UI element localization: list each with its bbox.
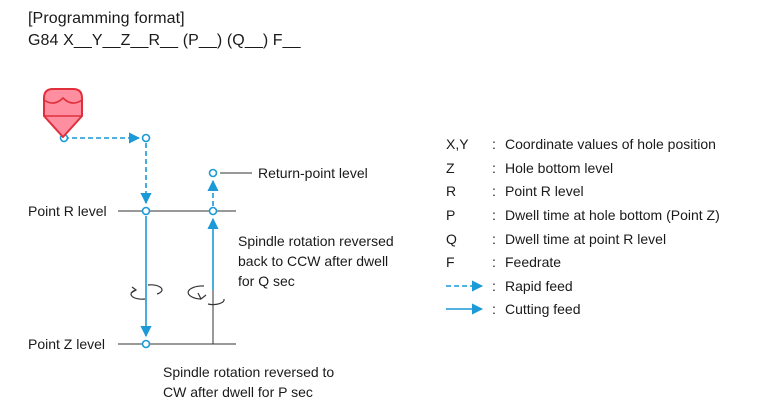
legend-sep-z: : [492, 160, 496, 176]
rotation-ccw-icon [187, 285, 225, 306]
tap-tool-icon [43, 88, 83, 138]
programming-format-title: [Programming format] [28, 10, 185, 27]
point-r-up [208, 206, 218, 216]
legend-sep-r: : [492, 183, 496, 199]
note-q-line-1: Spindle rotation reversed [238, 233, 394, 249]
point-z [141, 339, 151, 349]
legend-sep-xy: : [492, 136, 496, 152]
legend-sep-p: : [492, 207, 496, 223]
point-z-level-label: Point Z level [28, 336, 105, 352]
legend-key-z: Z [446, 160, 455, 176]
initial-point [141, 133, 151, 143]
legend-desc-q: Dwell time at point R level [505, 231, 666, 247]
legend-key-f: F [446, 254, 455, 270]
legend-key-r: R [446, 183, 456, 199]
return-point-level-label: Return-point level [258, 165, 368, 181]
note-q-line-3: for Q sec [238, 273, 295, 289]
legend-sep-f: : [492, 254, 496, 270]
legend: X,Y : Coordinate values of hole position… [446, 136, 720, 317]
legend-key-xy: X,Y [446, 136, 469, 152]
legend-key-p: P [446, 207, 455, 223]
legend-desc-p: Dwell time at hole bottom (Point Z) [505, 207, 720, 223]
legend-sep-cutting: : [492, 301, 496, 317]
note-q-line-2: back to CCW after dwell [238, 253, 388, 269]
note-p-line-1: Spindle rotation reversed to [163, 364, 334, 380]
legend-desc-f: Feedrate [505, 254, 561, 270]
programming-format-code: G84 X__Y__Z__R__ (P__) (Q__) F__ [28, 32, 301, 49]
legend-key-q: Q [446, 231, 457, 247]
point-r-down [141, 206, 151, 216]
legend-cutting-feed-label: Cutting feed [505, 301, 581, 317]
legend-desc-z: Hole bottom level [505, 160, 613, 176]
note-p-line-2: CW after dwell for P sec [163, 384, 313, 400]
rotation-cw-icon [130, 284, 163, 300]
legend-desc-r: Point R level [505, 183, 584, 199]
legend-sep-q: : [492, 231, 496, 247]
legend-desc-xy: Coordinate values of hole position [505, 136, 716, 152]
legend-sep-rapid: : [492, 278, 496, 294]
legend-rapid-feed-label: Rapid feed [505, 278, 573, 294]
point-r-level-label: Point R level [28, 203, 107, 219]
return-point [208, 168, 218, 178]
